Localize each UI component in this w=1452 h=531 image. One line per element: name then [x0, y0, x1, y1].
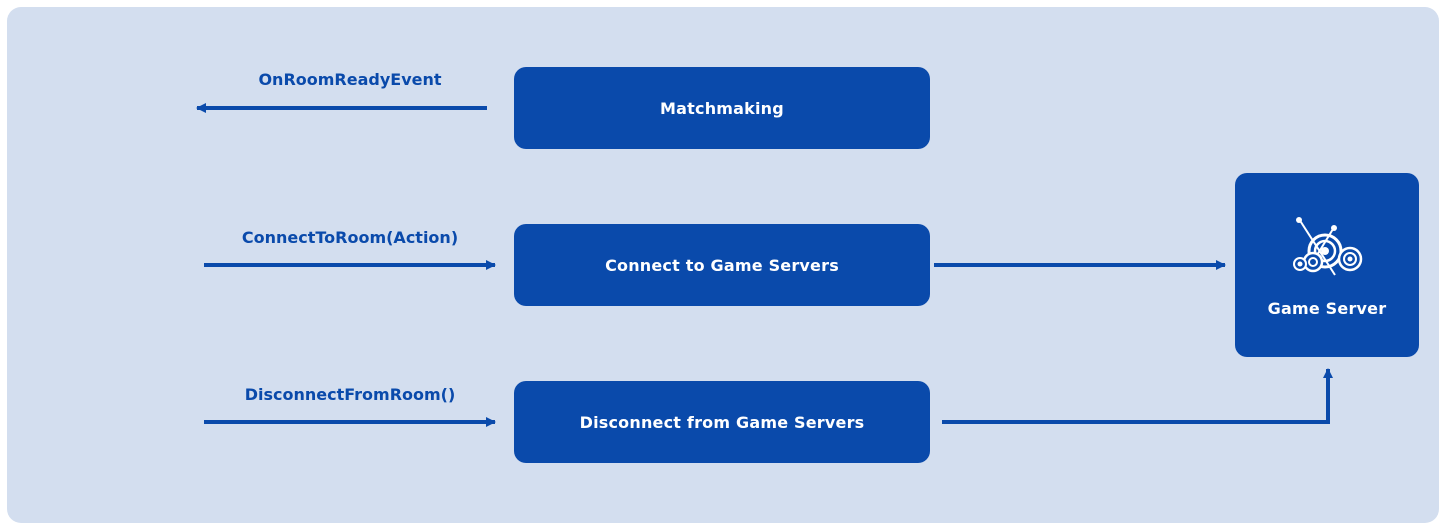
- disconnect-box: Disconnect from Game Servers: [514, 381, 930, 463]
- arrow-disconnect-box-to-server: [942, 368, 1333, 424]
- matchmaking-box-label: Matchmaking: [660, 98, 784, 118]
- disconnect-from-room-label: DisconnectFromRoom(): [244, 385, 456, 404]
- disconnect-box-label: Disconnect from Game Servers: [579, 412, 865, 432]
- connect-to-room-label: ConnectToRoom(Action): [241, 228, 459, 247]
- game-server-icon: [1293, 217, 1363, 276]
- matchmaking-box: Matchmaking: [514, 67, 930, 149]
- on-room-ready-event-label: OnRoomReadyEvent: [258, 70, 442, 89]
- connect-box-label: Connect to Game Servers: [605, 255, 839, 275]
- game-server-box-label: Game Server: [1267, 299, 1387, 318]
- connect-box: Connect to Game Servers: [514, 224, 930, 306]
- game-server-box: Game Server: [1235, 173, 1419, 357]
